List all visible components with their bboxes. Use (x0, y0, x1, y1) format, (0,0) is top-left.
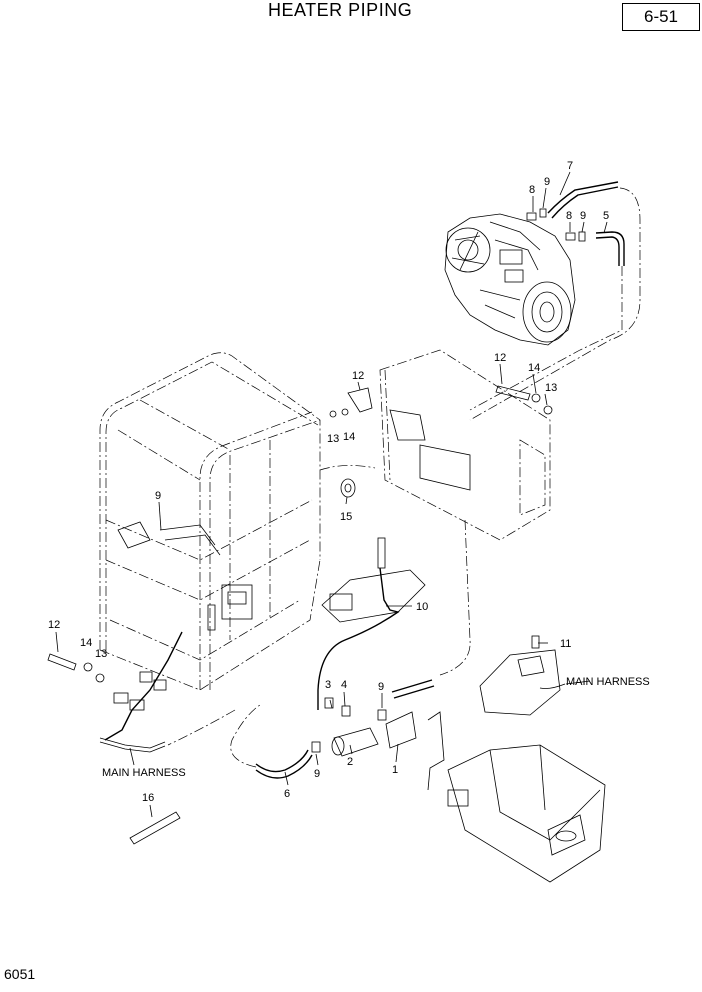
heater-core-box (447, 744, 606, 883)
control-panel (317, 537, 426, 710)
callout-9-hose: 9 (314, 768, 320, 780)
callout-9-valve: 9 (378, 681, 384, 693)
engine-drawing (444, 213, 576, 346)
callout-4: 4 (341, 679, 347, 691)
callout-5: 5 (603, 210, 609, 222)
callout-16: 16 (142, 792, 154, 804)
callout-12-right: 12 (494, 352, 506, 364)
callout-15: 15 (340, 511, 352, 523)
heater-box-right (479, 635, 566, 716)
document-number: 6051 (4, 966, 36, 982)
callout-12-center: 12 (352, 370, 364, 382)
callout-14-center: 14 (343, 431, 355, 443)
callout-13-left: 13 (95, 648, 107, 660)
callout-labels: 7 8 9 8 9 5 12 14 13 12 13 14 15 9 12 14… (48, 160, 650, 804)
hose-6 (230, 704, 313, 779)
callout-2: 2 (347, 756, 353, 768)
callout-9-top: 9 (544, 176, 550, 188)
page-reference-box: 6-51 (622, 3, 700, 31)
main-harness-label-right: MAIN HARNESS (566, 676, 650, 688)
callout-13-center: 13 (327, 433, 339, 445)
callout-7: 7 (567, 160, 573, 172)
engine-hoses (469, 181, 641, 421)
callout-11: 11 (560, 638, 571, 650)
callout-10: 10 (416, 601, 428, 613)
callout-12-left: 12 (48, 619, 60, 631)
main-harness-left (99, 631, 183, 753)
valve-assembly (311, 679, 435, 757)
heater-unit (319, 349, 551, 541)
bracket-assembly-left (47, 653, 105, 683)
mounting-plate (385, 711, 445, 791)
callout-14-left: 14 (80, 637, 92, 649)
callout-14-right: 14 (528, 362, 540, 374)
pipe-16 (129, 811, 181, 845)
callout-8-mid: 8 (566, 210, 572, 222)
page-title: HEATER PIPING (268, 0, 413, 20)
bracket-assembly-center (329, 385, 553, 498)
routing-lines (167, 519, 471, 746)
main-harness-label-left: MAIN HARNESS (102, 767, 186, 779)
callout-3: 3 (325, 679, 331, 691)
callout-6: 6 (284, 788, 290, 800)
cab-frame (99, 352, 321, 691)
callout-9-cab: 9 (155, 490, 161, 502)
callout-9-mid: 9 (580, 210, 586, 222)
callout-13-right: 13 (545, 382, 557, 394)
leader-lines (55, 171, 608, 818)
callout-8-top: 8 (529, 184, 535, 196)
callout-1: 1 (392, 764, 398, 776)
